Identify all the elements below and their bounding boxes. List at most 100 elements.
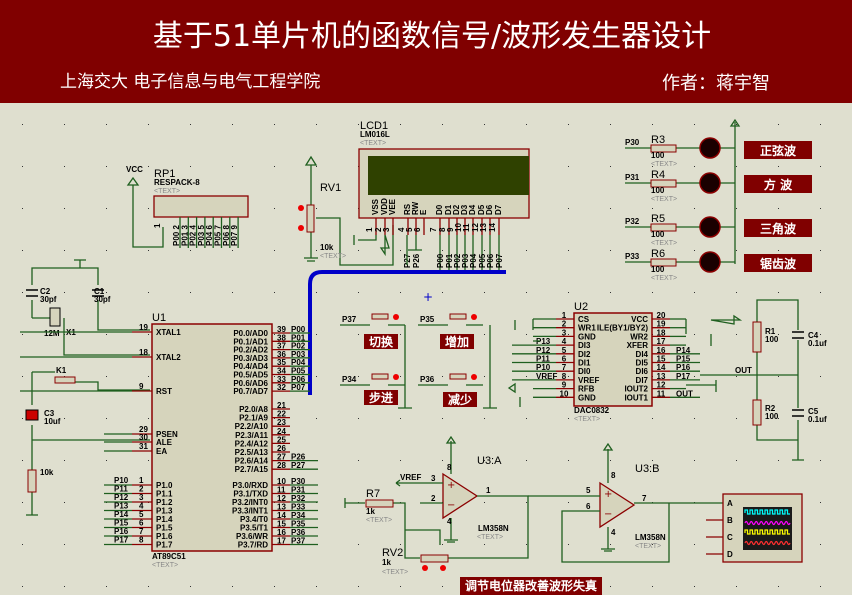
k1-button[interactable] [54,376,76,384]
lcd-pin-number: 7 [429,227,438,232]
c3-value: 10uf [44,417,61,426]
grid-dot [22,544,23,545]
u1-pin-number: 33 [277,375,286,384]
grid-dot [778,166,779,167]
grid-dot [778,460,779,461]
grid-dot [484,376,485,377]
u1-pin-number: 5 [139,510,144,519]
grid-dot [106,250,107,251]
grid-dot [442,586,443,587]
rv1-up-button[interactable] [298,205,304,211]
lcd-net-label: P05 [478,253,487,268]
led-text: <TEXT> [651,240,677,247]
r2-resistor [752,399,762,426]
u1-pin-name: P3.3/INT1 [232,507,269,516]
lcd-text: <TEXT> [360,140,386,147]
grid-dot [820,418,821,419]
lcd-pin-label: D3 [460,204,469,215]
k1-ref: K1 [56,366,67,375]
wave-label-box [744,141,812,159]
lcd-pin-label: D1 [444,204,453,215]
u1-at89c51[interactable]: U1 AT89C51 <TEXT> 19XTAL118XTAL29RST29PS… [20,312,318,569]
u1-pin-number: 36 [277,350,286,359]
reset-circuit[interactable]: K1 C3 10uf 10k [25,366,150,516]
push-button[interactable] [449,313,467,320]
grid-dot [610,250,611,251]
lcd1-display[interactable]: LCD1 LM016L <TEXT> VSS1VDD2VEE3RS4RW5E6D… [353,120,530,270]
grid-dot [610,208,611,209]
c2-value: 30pf [40,295,57,304]
push-button[interactable] [449,373,467,380]
rp1-ref: RP1 [154,168,175,180]
lcd-net-label: P00 [436,253,445,268]
grid-dot [64,460,65,461]
grid-dot [106,208,107,209]
u3b-triangle [599,481,636,529]
c5-value: 0.1uf [808,415,827,424]
rv2-up-button[interactable] [440,565,446,571]
crystal-circuit: C2 30pf C1 30pf X1 12M [26,259,150,356]
led-text: <TEXT> [651,275,677,282]
u1-pin-number: 14 [277,511,286,520]
rv1-potentiometer[interactable]: RV1 10k <TEXT> [298,155,394,266]
u1-pin-name: PSEN [156,430,178,439]
u1-net-label: P13 [114,502,129,511]
u2-pin-number: 11 [657,389,666,398]
u3a-opamp[interactable]: + − U3:A LM358N <TEXT> VREF 3 2 1 8 4 R7… [344,435,529,576]
grid-dot [400,544,401,545]
u2-pin-name: DI5 [636,359,649,368]
u3b-opamp[interactable]: + − U3:B LM358N <TEXT> 5 6 7 8 4 [528,442,723,563]
c4-ref: C4 [808,331,819,340]
u1-pin-name: P1.6 [156,532,173,541]
grid-dot [568,334,569,335]
lcd-pin-number: 6 [413,227,422,232]
grid-dot [820,376,821,377]
grid-dot [64,166,65,167]
button-indicator-icon [393,374,399,380]
u2-pin-number: 4 [562,337,567,346]
push-button[interactable] [371,313,389,320]
reset-r-value: 10k [40,468,54,477]
rp1-pin1: 1 [153,223,162,228]
data-bus [308,270,506,395]
grid-dot [820,334,821,335]
grid-dot [106,292,107,293]
wave-label: 锯齿波 [760,256,797,271]
led-net-label: P32 [625,217,640,226]
u1-pin-number: 27 [277,453,286,462]
grid-dot [400,418,401,419]
rv1-down-button[interactable] [298,225,304,231]
u1-pin-name: P3.2/INT0 [232,498,269,507]
button-net-label: P37 [342,315,357,324]
grid-dot [400,250,401,251]
u1-net-label: P15 [114,519,129,528]
grid-dot [400,376,401,377]
u1-pin-name: P1.7 [156,541,173,550]
r7-resistor [365,499,394,508]
push-button[interactable] [371,373,389,380]
led-resistor-ref: R4 [651,169,665,181]
lcd-pin-label: RW [411,201,420,215]
grid-dot [778,418,779,419]
u2-pin-number: 2 [562,320,567,329]
u1-pin-number: 32 [277,383,286,392]
u1-pin-number: 1 [139,476,144,485]
rv2-down-button[interactable] [422,565,428,571]
grid-dot [274,376,275,377]
button-net-label: P36 [420,375,435,384]
grid-dot [22,586,23,587]
rp1-pin-label: P03 5 [197,225,206,246]
grid-dot [652,292,653,293]
button-net-label: P35 [420,315,435,324]
out-label: OUT [735,366,752,375]
grid-dot [274,586,275,587]
lcd-pin-number: 4 [397,227,406,232]
rv2-potentiometer[interactable] [420,554,449,563]
u2-pin-name: DI2 [578,350,591,359]
grid-dot [316,376,317,377]
